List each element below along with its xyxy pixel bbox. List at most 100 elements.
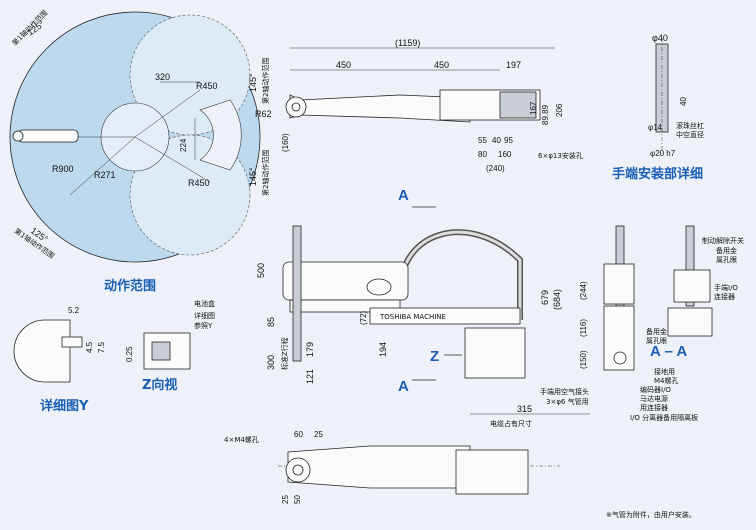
base-plate — [369, 307, 521, 325]
dim-5-2: 5.2 — [68, 306, 80, 315]
dim-160: (160) — [281, 133, 290, 152]
brake-switch-label: 制动解除开关 — [702, 236, 744, 245]
footnote: ※气管为附件，由用户安装。 — [606, 510, 696, 519]
title-detail-y: 详细图Y — [40, 398, 89, 414]
ballscrew-label: 滚珠丝杠 — [676, 121, 704, 130]
title-section-aa: A – A — [650, 343, 687, 360]
dim-150: (150) — [579, 350, 588, 369]
dim-244: (244) — [579, 281, 588, 300]
dim-25b: 25 — [281, 495, 290, 504]
dim-160b: 160 — [498, 150, 512, 159]
axis2-range-bottom: 第2轴动作范围 — [261, 150, 270, 196]
detail-y-view: 5.2 4.5 7.5 详细图Y — [13, 306, 106, 414]
air-tube-label: 3×φ6 气管用 — [546, 397, 589, 406]
spare-hole-label3: 备用金 — [646, 327, 667, 336]
dim-679: 679 — [540, 290, 550, 305]
motion-range-view: 320 R450 R450 R900 R271 224 125° 125° 第1… — [9, 8, 270, 294]
battery-label: 电池盒 — [194, 299, 215, 308]
angle-145-bottom: 145° — [248, 167, 258, 186]
dim-80: 80 — [478, 150, 487, 159]
mount-holes-label: 6×φ13安装孔 — [538, 151, 583, 160]
spare-hole-label2: 属孔眼 — [716, 256, 737, 264]
dim-r271: R271 — [94, 170, 116, 180]
title-motion-range: 动作范围 — [104, 278, 156, 294]
connector-label: 用连接器 — [640, 403, 668, 412]
encoder-io-label: 编码器I/O — [640, 385, 671, 394]
detail-label: 详细图 — [194, 311, 215, 320]
dim-194: 194 — [378, 342, 388, 357]
dim-50: 50 — [293, 495, 302, 504]
hand-detail-view: φ40 40 φ14 滚珠丝杠 中空直径 φ20 h7 手端安装部详细 — [612, 33, 704, 182]
arm-silhouette — [17, 129, 79, 143]
dim-450a: 450 — [336, 60, 351, 70]
arrow-a-bottom: A — [398, 378, 409, 395]
dim-72: (72) — [359, 310, 368, 325]
spare-hole-label4: 属孔眼 — [646, 337, 667, 345]
dim-r62: R62 — [255, 109, 272, 119]
top-view: (1159) 450 450 197 R62 (160) 167 89.89 2… — [255, 38, 583, 173]
arm-side — [282, 261, 409, 301]
dim-167: 167 — [529, 101, 538, 115]
dim-179: 179 — [305, 342, 315, 357]
dim-7-5: 7.5 — [97, 341, 106, 353]
title-hand-detail: 手端安装部详细 — [612, 166, 703, 182]
z-shaft — [292, 225, 302, 362]
dim-55: 55 — [478, 136, 487, 145]
dim-224: 224 — [179, 138, 188, 152]
cable-label: 电缆占有尺寸 — [490, 419, 532, 428]
hand-io-label2: 连接器 — [714, 292, 735, 301]
m4-holes-label: 4×M4螺孔 — [224, 435, 259, 444]
z-stroke-label: 标准Z行程 — [280, 337, 289, 370]
dim-85: 85 — [266, 317, 276, 327]
dim-0-25: 0.25 — [125, 346, 134, 362]
arm-bottom — [287, 445, 471, 489]
dim-300: 300 — [266, 355, 276, 370]
dim-500: 500 — [256, 263, 266, 278]
angle-145-top: 145° — [248, 73, 258, 92]
ground-label: 接地用 — [654, 367, 675, 376]
dim-240: (240) — [486, 164, 505, 173]
dim-1159: (1159) — [395, 38, 420, 48]
dim-phi20: φ20 h7 — [650, 149, 676, 158]
detail-y-shape — [13, 319, 71, 383]
io-separator-label: I/O 分离器备用隔离板 — [630, 413, 698, 422]
arrow-z: Z — [430, 348, 439, 365]
brand-label: TOSHIBA MACHINE — [379, 313, 446, 321]
spare-hole-label: 备用金 — [716, 246, 737, 255]
arrow-a-top: A — [398, 187, 409, 204]
dim-40: 40 — [492, 136, 501, 145]
dim-116: (116) — [579, 319, 588, 337]
dim-206: 206 — [555, 103, 564, 117]
title-z-view: Z向视 — [142, 377, 177, 393]
dim-phi14: φ14 — [648, 123, 663, 132]
dim-r450-bottom: R450 — [188, 178, 210, 188]
section-aa-view: 制动解除开关 备用金 属孔眼 手端I/O 连接器 备用金 属孔眼 (244) (… — [579, 225, 744, 422]
dim-320: 320 — [155, 72, 170, 82]
z-view: 电池盒 详细图 参照Y 0.25 Z向视 — [125, 299, 215, 393]
hand-io-label: 手端I/O — [714, 283, 738, 292]
dim-197: 197 — [506, 60, 521, 70]
dim-121: 121 — [305, 369, 315, 384]
dim-r450-top: R450 — [196, 81, 218, 91]
base-body — [464, 327, 526, 379]
side-view: A A TOSHIBA MACHINE 500 85 (72) 300 标准Z行… — [256, 187, 590, 428]
dim-r900: R900 — [52, 164, 74, 174]
dim-25: 25 — [314, 430, 323, 439]
motor-power-label: 马达电源 — [640, 394, 668, 403]
dim-4-5: 4.5 — [85, 341, 94, 353]
dim-684: (684) — [552, 289, 562, 310]
dim-60: 60 — [294, 430, 303, 439]
air-joint-label: 手端用空气接头 — [540, 387, 589, 396]
dim-315: 315 — [517, 404, 532, 414]
dim-phi40: φ40 — [652, 33, 668, 43]
bottom-view: 4×M4螺孔 60 25 25 50 — [224, 430, 560, 504]
dim-89: 89.89 — [541, 104, 550, 125]
ref-y-label: 参照Y — [194, 321, 213, 330]
axis2-range-top: 第2轴动作范围 — [261, 58, 270, 104]
dim-450b: 450 — [434, 60, 449, 70]
dim-95: 95 — [504, 136, 513, 145]
dim-40v: 40 — [679, 97, 688, 106]
m4-label: M4螺孔 — [654, 376, 679, 385]
